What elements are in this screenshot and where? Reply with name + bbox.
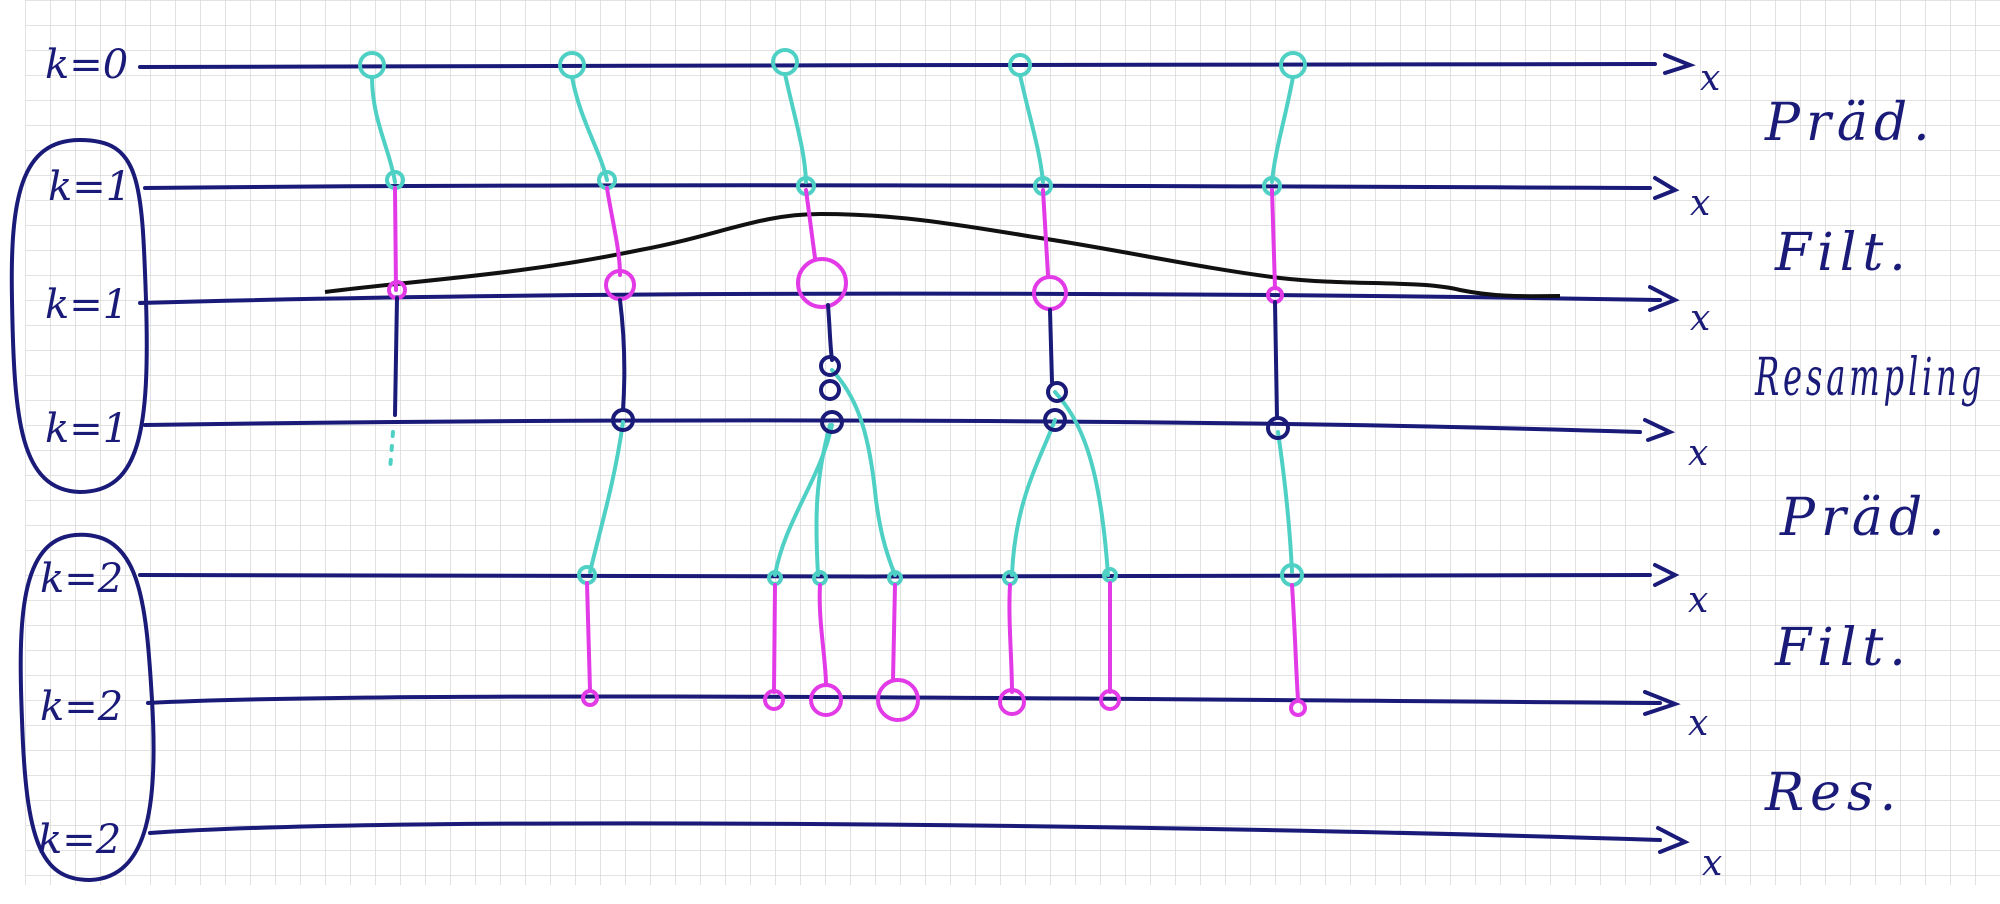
filter-path <box>585 581 592 692</box>
k-label: k=1 <box>45 282 128 328</box>
axis-line <box>138 62 1657 69</box>
prediction-path <box>388 430 395 472</box>
bracket-k2-group <box>18 532 156 883</box>
filter-path <box>804 188 817 260</box>
row-k-labels: k=0 k=1 k=1 k=1 k=2 k=2 k=2 <box>38 42 131 863</box>
weighted-particle <box>1099 689 1121 711</box>
k-label: k=2 <box>40 556 123 602</box>
k-label: k=0 <box>45 42 128 88</box>
axis-arrowhead <box>1653 563 1680 587</box>
prediction-path <box>830 368 897 577</box>
filtering-weights <box>387 186 1307 722</box>
axis-arrowhead <box>1648 285 1680 312</box>
axis-x-labels: x x x x x x x <box>1688 58 1722 884</box>
axis-arrowhead <box>1643 418 1676 442</box>
prediction-path <box>814 423 832 577</box>
filter-path <box>817 583 828 687</box>
bracket-k1-group <box>9 137 149 495</box>
resampled-particle <box>819 379 841 401</box>
k-label: k=1 <box>45 406 128 452</box>
resample-path <box>393 296 399 417</box>
resampling-links <box>393 296 1290 440</box>
likelihood-curve <box>324 211 1561 299</box>
filter-path <box>891 583 897 682</box>
axis-label: x <box>1700 58 1720 99</box>
step-label: Res. <box>1764 763 1902 823</box>
axis-arrowhead <box>1656 826 1690 854</box>
step-labels: Präd. Filt. Resampling Präd. Filt. Res. <box>1754 93 1985 823</box>
step-label: Filt. <box>1774 618 1912 678</box>
prediction-transitions <box>358 48 1307 587</box>
axis-arrowhead <box>1663 53 1696 75</box>
k-label: k=2 <box>40 684 123 730</box>
prediction-path <box>1276 430 1294 574</box>
axis-line <box>143 418 1642 434</box>
axis-label: x <box>1690 183 1710 224</box>
filter-path <box>1290 583 1300 702</box>
resampled-particle <box>819 355 841 377</box>
weighted-particle <box>796 257 848 309</box>
step-label: Filt. <box>1774 223 1912 283</box>
axis-label: x <box>1688 703 1708 744</box>
filter-path <box>1270 188 1277 290</box>
graph-paper-grid <box>25 0 2000 885</box>
k-label: k=2 <box>38 817 121 863</box>
weighted-particle <box>1289 699 1307 717</box>
filter-path <box>393 186 398 292</box>
prediction-path <box>588 420 625 574</box>
filter-path <box>605 186 622 277</box>
axis-arrowhead <box>1643 690 1681 716</box>
prediction-path <box>1053 390 1110 577</box>
weighted-particle <box>581 689 599 707</box>
resampled-particle <box>611 408 635 432</box>
filter-path <box>1041 188 1050 277</box>
prediction-path <box>783 72 808 184</box>
k-label: k=1 <box>48 164 131 210</box>
resample-path <box>1273 300 1279 420</box>
step-label: Präd. <box>1779 488 1951 548</box>
step-label: Präd. <box>1764 93 1936 153</box>
weighted-particle <box>876 678 920 722</box>
axis-label: x <box>1688 433 1708 474</box>
axis-line <box>148 821 1662 842</box>
prediction-path <box>1018 73 1045 184</box>
axis-label: x <box>1690 298 1710 339</box>
axis-line <box>138 291 1662 305</box>
axis-lines <box>138 53 1696 854</box>
resample-path <box>1048 308 1054 384</box>
axis-arrowhead <box>1653 176 1680 200</box>
prediction-path <box>1010 418 1057 577</box>
weighted-particle <box>763 689 785 711</box>
resampled-particle <box>820 410 844 434</box>
resampled-particle <box>1266 416 1290 440</box>
filter-path <box>1007 583 1014 694</box>
resampled-particle <box>1043 408 1067 432</box>
weighted-particle <box>998 688 1026 716</box>
resampled-particle <box>1046 381 1068 403</box>
axis-line <box>146 694 1662 705</box>
axis-line <box>138 573 1652 579</box>
prediction-path <box>1270 75 1295 184</box>
axis-label: x <box>1688 580 1708 621</box>
weighted-particle <box>809 683 843 717</box>
axis-line <box>143 183 1652 190</box>
axis-label: x <box>1702 843 1722 884</box>
filter-path <box>772 583 777 694</box>
resample-path <box>618 298 627 412</box>
step-label: Resampling <box>1754 348 1985 408</box>
